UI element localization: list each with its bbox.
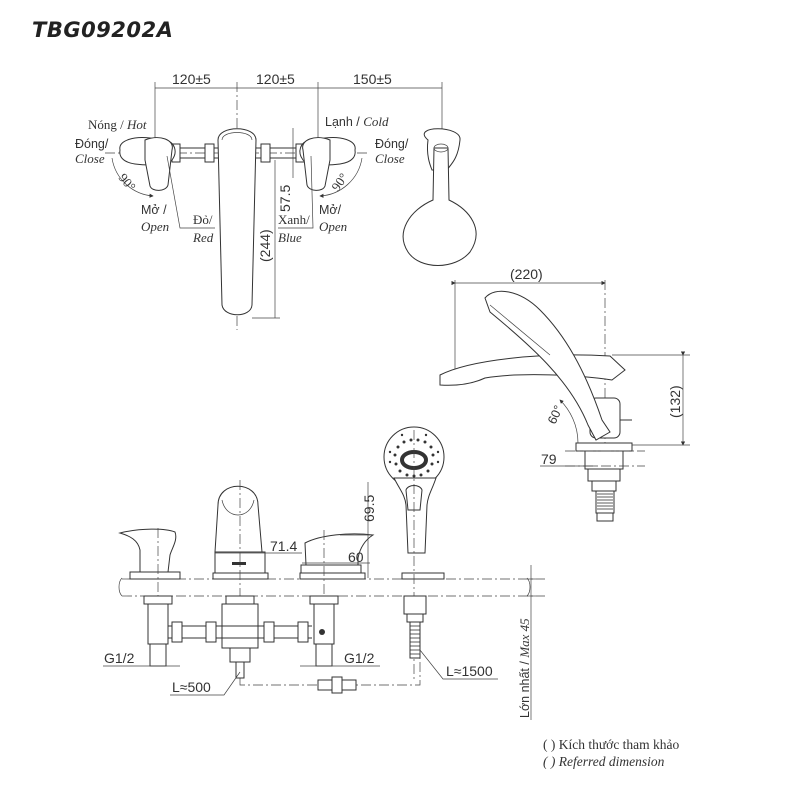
- hand-shower-side: [484, 290, 611, 441]
- under-deck-fittings: [143, 595, 427, 679]
- spout-side: [439, 354, 626, 386]
- dim-244: (244): [257, 229, 273, 262]
- open-left-label: Mở /: [141, 203, 167, 217]
- dim-shower-spacing: 150±5: [353, 71, 392, 87]
- cold-handle-top: [299, 137, 356, 191]
- close-left-label: Đóng/: [75, 137, 109, 151]
- open-left-label-en: Open: [141, 219, 169, 234]
- hand-shower-top: [402, 128, 477, 266]
- open-right-label: Mở/: [319, 203, 342, 217]
- spout-front: [212, 480, 269, 680]
- hose-500: L≈500: [172, 679, 211, 695]
- red-label-en: Red: [192, 230, 214, 245]
- close-right-label: Đóng/: [375, 137, 409, 151]
- hand-shower-front: [383, 426, 445, 680]
- dim-right-spacing: 120±5: [256, 71, 295, 87]
- dim-220: (220): [510, 266, 543, 282]
- angle-left: 90°: [116, 170, 139, 194]
- dim-69-5: 69.5: [361, 495, 377, 522]
- dim-60: 60: [348, 549, 364, 565]
- dim-71-4: 71.4: [270, 538, 297, 554]
- angle-right: 90°: [328, 170, 351, 194]
- dim-79: 79: [541, 451, 557, 467]
- hose-1500: L≈1500: [446, 663, 493, 679]
- open-right-label-en: Open: [319, 219, 347, 234]
- g-right: G1/2: [344, 650, 375, 666]
- note-vn: ( ) Kích thước tham khảo: [543, 737, 680, 752]
- dim-left-spacing: 120±5: [172, 71, 211, 87]
- pipe-nut: [204, 143, 215, 163]
- note-en: ( ) Referred dimension: [543, 754, 665, 769]
- red-label: Đỏ/: [193, 212, 213, 227]
- hot-label: Nóng / Hot: [88, 117, 147, 132]
- g-left: G1/2: [104, 650, 135, 666]
- cold-label: Lạnh / Cold: [325, 114, 389, 129]
- close-left-label-en: Close: [75, 151, 105, 166]
- model-title: TBG09202A: [32, 18, 174, 42]
- blue-label: Xanh/: [278, 212, 310, 227]
- dim-57-5: 57.5: [277, 185, 293, 212]
- pipe-nut: [260, 143, 271, 163]
- front-view: 69.5 71.4 60 G1/2 G1/2 L≈500 L≈1500 Lớn …: [103, 426, 545, 720]
- cold-handle-front: [299, 530, 375, 665]
- side-view: (220) (132) 60° 79: [439, 266, 690, 522]
- max-deck-thickness: Lớn nhất / Max 45: [517, 618, 532, 718]
- angle-60: 60°: [545, 403, 566, 426]
- top-view: 120±5 120±5 150±5 57.5 (: [75, 71, 477, 330]
- hot-handle-top: [119, 137, 176, 191]
- close-right-label-en: Close: [375, 151, 405, 166]
- blue-label-en: Blue: [278, 230, 302, 245]
- spout-top: [217, 128, 257, 316]
- hose-connector: [317, 676, 357, 694]
- dim-132: (132): [667, 385, 683, 418]
